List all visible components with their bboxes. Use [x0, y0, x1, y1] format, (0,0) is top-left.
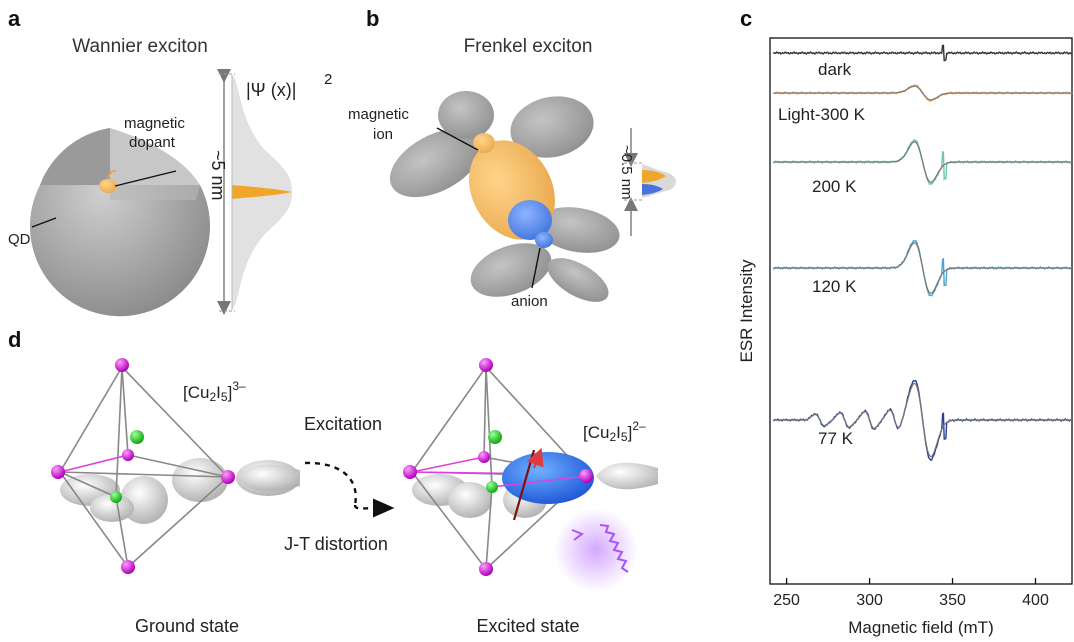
chart-x-axis-label: Magnetic field (mT): [848, 618, 993, 637]
ground-state-structure: [51, 358, 300, 574]
esr-fit-2: [773, 141, 1072, 183]
size-label-a: ~5 nm: [208, 150, 228, 201]
esr-series-label-0: dark: [818, 60, 852, 79]
x-tick-label-3: 400: [1022, 592, 1049, 609]
wavefunction-exponent: 2: [324, 71, 332, 88]
lobe-mid: [172, 458, 228, 502]
distorted-orbital: [502, 452, 594, 504]
chart-plot-frame: [769, 37, 1073, 585]
ground-state-caption: Ground state: [135, 616, 239, 636]
excited-formula: [Cu2I5]2–: [583, 419, 646, 444]
panel-d: d: [8, 327, 658, 636]
esr-fit-3: [773, 242, 1072, 294]
size-label-b: ~0.5 nm: [618, 145, 635, 200]
excited-iodide-bottom: [479, 562, 493, 576]
panel-letter-c: c: [740, 6, 752, 31]
frenkel-wavefunction: [642, 164, 676, 198]
ion-leader-line: [436, 127, 479, 151]
x-tick-label-0: 250: [773, 592, 800, 609]
iodide-top: [115, 358, 129, 372]
distortion-label: J-T distortion: [284, 534, 388, 554]
x-tick-label-1: 300: [856, 592, 883, 609]
excited-copper-bottom: [486, 481, 498, 493]
esr-fit-1: [773, 85, 1072, 101]
x-tick-label-2: 350: [939, 592, 966, 609]
wannier-wavefunction: [231, 75, 292, 310]
esr-fit-4: [773, 382, 1072, 458]
excited-iodide-left: [403, 465, 417, 479]
ground-formula: [Cu2I5]3–: [183, 379, 246, 404]
panel-letter-b: b: [366, 6, 379, 31]
qd-label: QD: [8, 231, 31, 248]
excited-iodide-right: [579, 469, 593, 483]
iodide-bottom: [121, 560, 135, 574]
excitation-arrow: [304, 461, 357, 506]
iodide-left: [51, 465, 65, 479]
excited-orbital-blue: [508, 200, 552, 240]
esr-traces: [772, 44, 1073, 462]
photon-glow: [554, 508, 638, 592]
excited-iodide-top: [479, 358, 493, 372]
excitation-label: Excitation: [304, 414, 382, 434]
excited-copper-top: [488, 430, 502, 444]
qd-leader-line: [31, 217, 57, 228]
anion-dot: [535, 232, 553, 248]
esr-series-label-1: Light-300 K: [778, 105, 866, 124]
esr-x-ticks: 250 300 350 400: [773, 578, 1049, 609]
panel-b-title: Frenkel exciton: [464, 36, 593, 57]
dopant-label-line1: magnetic: [124, 115, 185, 132]
esr-trace-0: [772, 44, 1073, 62]
iodide-back: [122, 449, 134, 461]
panel-c: c 250 300 350 400 ESR Intensity Magnetic fi…: [737, 6, 1073, 637]
panel-a-title: Wannier exciton: [72, 36, 208, 57]
esr-series-label-3: 120 K: [812, 277, 857, 296]
quantum-dot-sphere: [30, 128, 210, 317]
chart-y-axis-label: ESR Intensity: [737, 259, 756, 362]
panel-a: a Wannier exciton magnetic dopant QD ~5 …: [8, 6, 332, 317]
copper-bottom: [110, 491, 122, 503]
anion-leader-line: [531, 247, 541, 289]
excited-state-structure: [403, 358, 658, 576]
panel-letter-d: d: [8, 327, 21, 352]
anion-label: anion: [511, 293, 548, 310]
excited-iodide-back: [478, 451, 490, 463]
photon-wave-icon: [599, 524, 629, 573]
esr-series-label-2: 200 K: [812, 177, 857, 196]
magnetic-ion-dot: [473, 133, 495, 153]
copper-top: [130, 430, 144, 444]
iodide-right: [221, 470, 235, 484]
ion-label-line2: ion: [373, 126, 393, 143]
ion-label-line1: magnetic: [348, 106, 409, 123]
wavefunction-label: |Ψ (x)|: [246, 80, 296, 100]
panel-letter-a: a: [8, 6, 21, 31]
panel-b: b Frenkel exciton magnetic ion anion ~0.: [348, 6, 676, 310]
excited-state-caption: Excited state: [476, 616, 579, 636]
dopant-label-line2: dopant: [129, 134, 176, 151]
magnetic-dopant-dot: [99, 179, 117, 193]
dopant-leader-line: [114, 170, 177, 187]
frenkel-orbital-lobes: [389, 91, 620, 302]
esr-series-label-4: 77 K: [818, 429, 854, 448]
